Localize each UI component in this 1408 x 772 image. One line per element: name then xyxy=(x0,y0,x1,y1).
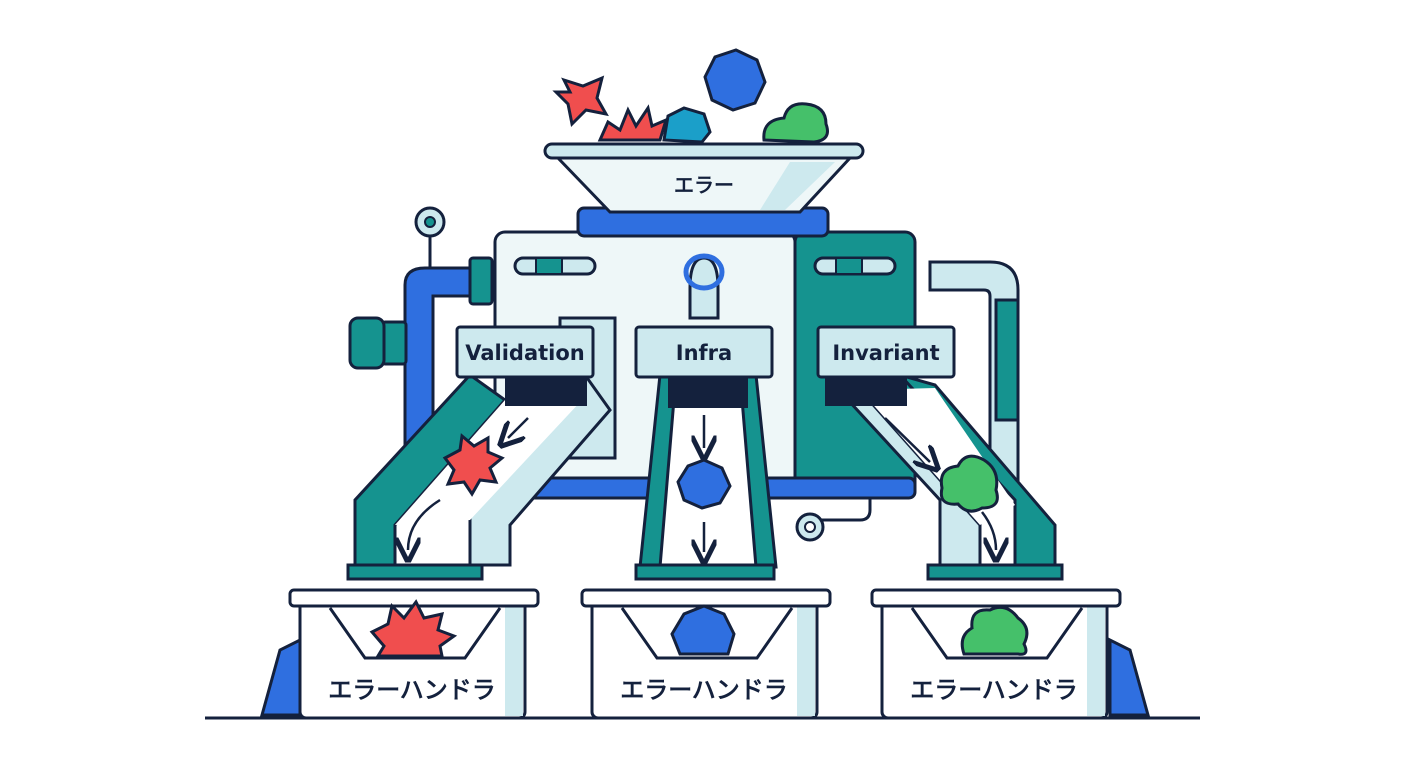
channel-label-invariant: Invariant xyxy=(816,325,956,379)
handler-label: エラーハンドラ xyxy=(910,676,1078,704)
invariant-chute xyxy=(823,372,1064,581)
green-error-in-bin-icon xyxy=(960,605,1029,656)
red-error-shape-icon xyxy=(552,75,609,128)
channel-label-infra: Infra xyxy=(634,325,774,379)
handler-bin-infra: エラーハンドラ xyxy=(580,588,832,720)
channel-label-text: Validation xyxy=(465,341,585,365)
handler-label: エラーハンドラ xyxy=(620,676,788,704)
handler-bin-validation: エラーハンドラ xyxy=(288,588,540,720)
cyan-error-shape-icon xyxy=(662,106,712,144)
channel-label-text: Invariant xyxy=(832,341,939,365)
red-spiky-error-icon xyxy=(597,104,669,142)
channel-label-text: Infra xyxy=(676,341,732,365)
incoming-errors xyxy=(552,48,829,144)
right-pipes xyxy=(795,260,1020,542)
blue-error-in-chute-icon xyxy=(676,458,732,510)
red-error-in-bin-icon xyxy=(369,599,458,658)
red-error-in-chute-icon xyxy=(442,433,505,497)
hopper-label: エラー xyxy=(674,173,734,197)
blue-heptagon-error-icon xyxy=(703,48,767,112)
green-blob-error-icon xyxy=(762,102,829,144)
handler-bin-invariant: エラーハンドラ xyxy=(870,588,1122,720)
left-support xyxy=(260,637,302,717)
channel-label-validation: Validation xyxy=(455,325,595,379)
validation-chute xyxy=(346,372,612,581)
green-error-in-chute-icon xyxy=(939,454,999,513)
right-support xyxy=(1108,637,1150,717)
handler-label: エラーハンドラ xyxy=(328,676,496,704)
blue-error-in-bin-icon xyxy=(670,604,736,656)
infra-chute xyxy=(634,253,778,581)
hopper: エラー xyxy=(543,142,865,214)
